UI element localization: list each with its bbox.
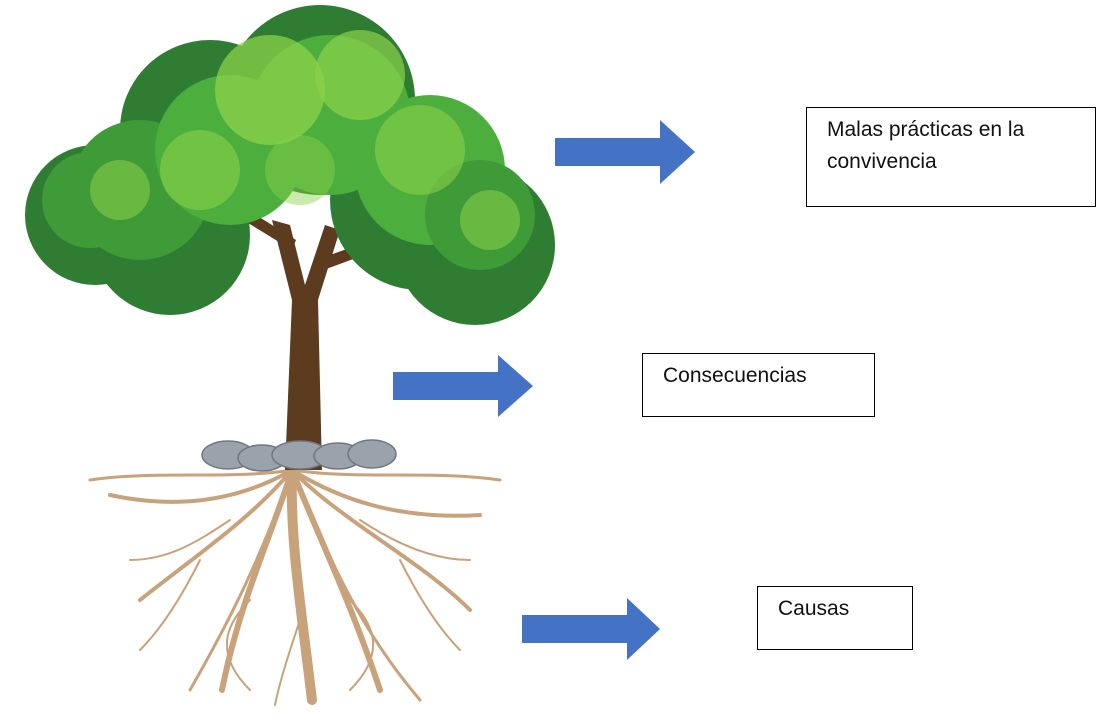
tree-illustration — [25, 5, 555, 706]
roots — [88, 465, 502, 706]
label-box-causas: Causas — [757, 586, 913, 650]
label-malas-practicas: Malas prácticas en la convivencia — [827, 118, 1025, 173]
label-consecuencias: Consecuencias — [663, 364, 807, 387]
label-box-malas-practicas: Malas prácticas en la convivencia — [806, 107, 1096, 207]
right-arrow-icon — [393, 355, 533, 417]
right-arrow-icon — [522, 598, 660, 660]
label-causas: Causas — [778, 597, 850, 620]
label-box-consecuencias: Consecuencias — [642, 353, 875, 417]
right-arrow-icon — [555, 120, 695, 184]
foliage — [25, 5, 555, 325]
stones — [201, 439, 397, 472]
